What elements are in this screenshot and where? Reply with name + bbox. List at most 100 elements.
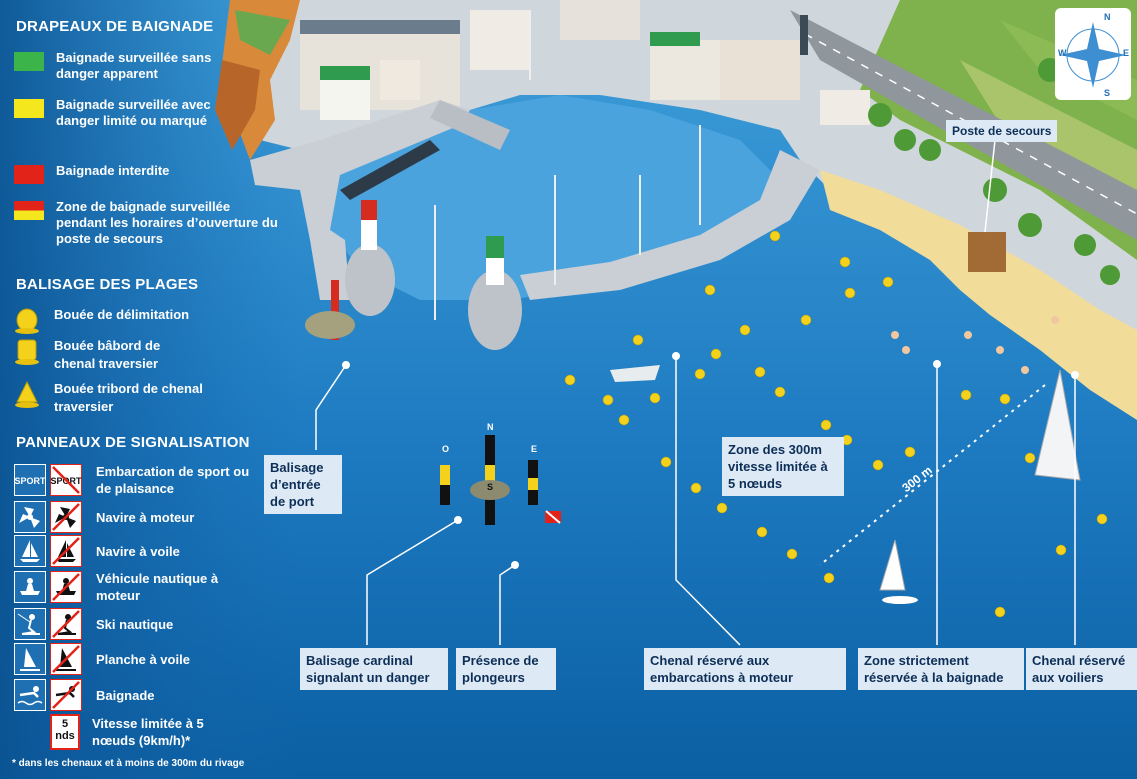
- harbor-sailboats: [434, 10, 701, 320]
- water-ski-icon: [14, 608, 46, 640]
- cone-yellow-buoy-icon: [15, 380, 39, 408]
- trees: [868, 58, 1120, 285]
- speed-limit-icon: 5 nds: [50, 714, 80, 750]
- sign-row-waterski: Ski nautique: [14, 608, 173, 640]
- sign-row-jetski: Véhicule nautique à moteur: [14, 570, 231, 604]
- sign-label-motor: Navire à moteur: [96, 509, 195, 525]
- callout-bathing-zone: Zone strictement réservée à la baignade: [858, 648, 1024, 690]
- flag-label-yellow: Baignade surveillée avec danger limité o…: [56, 97, 211, 128]
- flag-row-red-yellow: Zone de baignade surveillée pendant les …: [14, 199, 281, 247]
- cardinal-north-letter: N: [487, 422, 494, 432]
- town-buildings: [300, 0, 870, 125]
- flags-section-title: DRAPEAUX DE BAIGNADE: [16, 18, 214, 35]
- flag-row-red: Baignade interdite: [14, 163, 266, 184]
- flag-row-green: Baignade surveillée sans danger apparent: [14, 50, 236, 82]
- compass-west: W: [1058, 48, 1067, 58]
- callout-cardinal: Balisage cardinal signalant un danger: [300, 648, 448, 690]
- leader-divers: [499, 564, 516, 645]
- lifeguard-station: [968, 232, 1006, 272]
- callout-motor-channel: Chenal réservé aux embarcations à moteur: [644, 648, 846, 690]
- speed-limit-value: 5: [61, 718, 69, 730]
- sign-label-waterski: Ski nautique: [96, 616, 174, 632]
- distance-300m-line: [819, 384, 1046, 566]
- sport-boat-forbidden-icon: SPORT: [50, 464, 82, 496]
- cardinal-west-letter: O: [442, 444, 450, 454]
- compass-rose: [1055, 8, 1131, 100]
- leader-port-entrance: [315, 364, 347, 450]
- catamaran-sail: [1034, 369, 1081, 481]
- buoy-label-port: Bouée bâbord de chenal traversier: [54, 338, 161, 371]
- red-yellow-flag-icon: [14, 201, 44, 220]
- sign-row-swim: Baignade: [14, 679, 155, 711]
- ferry: [340, 140, 440, 200]
- port-entrance-red-pole: [331, 280, 339, 340]
- lighthouse-green: [468, 236, 522, 350]
- sign-label-sail: Navire à voile: [96, 543, 180, 559]
- callout-300m-zone: Zone des 300m vitesse limitée à 5 nœuds: [722, 437, 844, 496]
- buoy-row-starboard: Bouée tribord de chenal traversier: [14, 380, 204, 416]
- inner-quay: [430, 100, 510, 150]
- cardinal-marks: [440, 435, 538, 525]
- leader-motor-channel: [675, 356, 741, 646]
- flag-label-green: Baignade surveillée sans danger apparent: [56, 50, 212, 81]
- windsurf-icon: [14, 643, 46, 675]
- buoy-row-delimitation: Bouée de délimitation: [14, 306, 189, 336]
- leader-lifeguard: [984, 139, 996, 233]
- propeller-forbidden-icon: [50, 501, 82, 533]
- speed-limit-unit: nds: [55, 730, 75, 742]
- buoy-row-port: Bouée bâbord de chenal traversier: [14, 337, 204, 373]
- windsurf-sail: [879, 539, 906, 591]
- footnote: * dans les chenaux et à moins de 300m du…: [12, 758, 245, 769]
- sport-boat-icon: SPORT: [14, 464, 46, 496]
- cardinal-south-letter: S: [487, 482, 494, 492]
- callout-lifeguard-station: Poste de secours: [946, 120, 1058, 142]
- sign-label-windsurf: Planche à voile: [96, 651, 190, 667]
- sign-label-jetski: Véhicule nautique à moteur: [96, 571, 219, 603]
- sign-label-speed: Vitesse limitée à 5 nœuds (9km/h)*: [92, 716, 204, 748]
- motor-boat: [610, 365, 660, 382]
- red-flag-icon: [14, 165, 44, 184]
- delimitation-buoys: [564, 230, 1108, 618]
- swimmer-icon: [14, 679, 46, 711]
- sport-sign-text: SPORT: [14, 476, 46, 486]
- jetty-left: [250, 100, 470, 300]
- jet-ski-icon: [14, 571, 46, 603]
- cylinder-yellow-buoy-icon: [15, 339, 39, 365]
- flag-label-red: Baignade interdite: [56, 163, 170, 178]
- sailboat-icon: [14, 535, 46, 567]
- buoys-section-title: BALISAGE DES PLAGES: [16, 276, 199, 293]
- green-flag-icon: [14, 52, 44, 71]
- sign-row-windsurf: Planche à voile: [14, 643, 190, 675]
- windsurf-forbidden-icon: [50, 643, 82, 675]
- signs-section-title: PANNEAUX DE SIGNALISATION: [16, 434, 250, 451]
- sign-row-sail: Navire à voile: [14, 535, 180, 567]
- callout-divers: Présence de plongeurs: [456, 648, 556, 690]
- flag-row-yellow: Baignade surveillée avec danger limité o…: [14, 97, 216, 129]
- sign-row-motor: Navire à moteur: [14, 501, 194, 533]
- yellow-flag-icon: [14, 99, 44, 118]
- sign-row-sport: SPORT SPORT Embarcation de sport ou de p…: [14, 463, 251, 497]
- beach: [820, 170, 1137, 420]
- sign-label-swim: Baignade: [96, 687, 155, 703]
- buoy-label-delimitation: Bouée de délimitation: [54, 307, 190, 322]
- compass-south: S: [1104, 88, 1111, 98]
- jet-ski-forbidden-icon: [50, 571, 82, 603]
- swimmers: [891, 316, 1059, 374]
- propeller-icon: [14, 501, 46, 533]
- swimmer-forbidden-icon: [50, 679, 82, 711]
- buoy-label-starboard: Bouée tribord de chenal traversier: [54, 381, 203, 414]
- sign-row-speed: 5 nds Vitesse limitée à 5 nœuds (9km/h)*: [50, 714, 242, 750]
- compass-east: E: [1123, 48, 1130, 58]
- flag-label-red-yellow: Zone de baignade surveillée pendant les …: [56, 199, 278, 246]
- lighthouse-red: [345, 200, 395, 316]
- callout-sailboat-channel: Chenal réservé aux voiliers: [1026, 648, 1137, 690]
- round-yellow-buoy-icon: [15, 308, 39, 334]
- leader-cardinal: [366, 519, 459, 645]
- sign-label-sport: Embarcation de sport ou de plaisance: [96, 464, 250, 496]
- compass-north: N: [1104, 12, 1111, 22]
- jetty-right: [520, 150, 820, 300]
- callout-port-entrance: Balisage d’entrée de port: [264, 455, 342, 514]
- sailboat-forbidden-icon: [50, 535, 82, 567]
- cardinal-east-letter: E: [531, 444, 538, 454]
- water-ski-forbidden-icon: [50, 608, 82, 640]
